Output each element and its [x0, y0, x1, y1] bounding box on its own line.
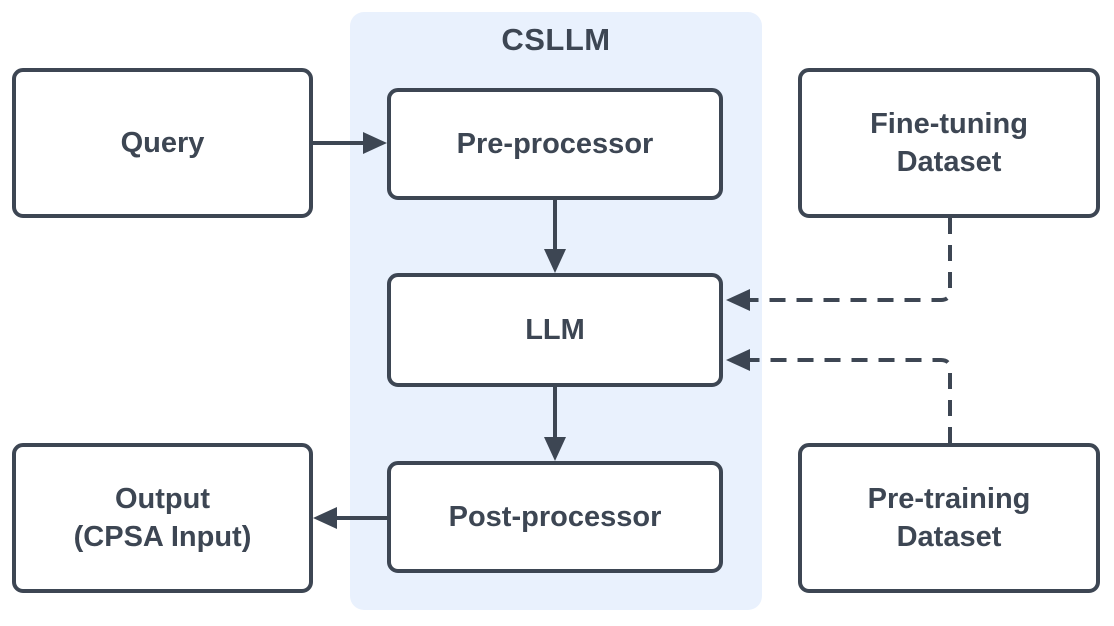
node-post-processor: Post-processor — [387, 461, 723, 573]
csllm-group-title: CSLLM — [501, 22, 611, 57]
node-pre-training-label-line1: Pre-training — [867, 483, 1031, 515]
node-post-processor-label: Post-processor — [448, 501, 662, 533]
node-pre-processor: Pre-processor — [387, 88, 723, 200]
node-llm: LLM — [387, 273, 723, 387]
node-fine-tuning-label-line2: Dataset — [896, 146, 1002, 178]
node-pre-training-dataset: Pre-training Dataset — [798, 443, 1100, 593]
node-llm-label: LLM — [525, 314, 585, 346]
node-pre-training-label-line2: Dataset — [896, 521, 1002, 553]
node-output-label-line1: Output — [114, 483, 210, 515]
node-fine-tuning-dataset: Fine-tuning Dataset — [798, 68, 1100, 218]
node-query-label: Query — [120, 127, 205, 159]
node-output: Output (CPSA Input) — [12, 443, 313, 593]
node-output-label-line2: (CPSA Input) — [73, 521, 252, 553]
node-fine-tuning-label-line1: Fine-tuning — [870, 108, 1028, 140]
node-pre-processor-label: Pre-processor — [456, 128, 654, 160]
node-query: Query — [12, 68, 313, 218]
